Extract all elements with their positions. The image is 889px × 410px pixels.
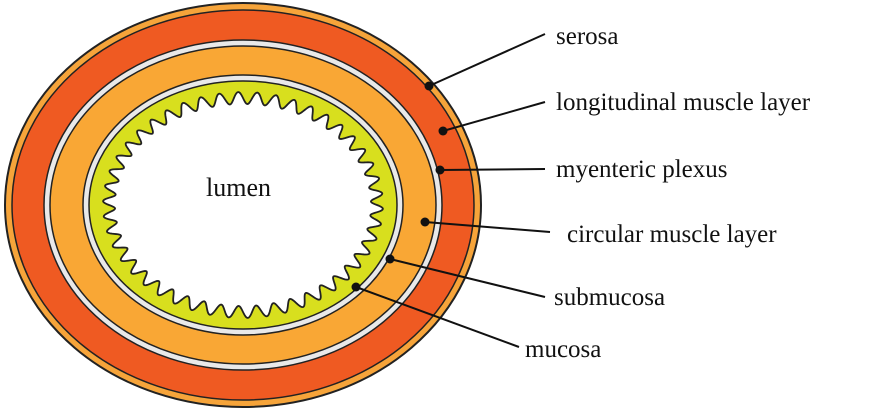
longitudinal-leader-line — [443, 102, 545, 131]
myenteric-plexus-label: myenteric plexus — [556, 156, 727, 183]
lumen-label: lumen — [206, 173, 271, 202]
layer-labels: serosa longitudinal muscle layer myenter… — [525, 23, 811, 363]
myenteric-leader-dot — [436, 166, 445, 175]
circular-leader-dot — [421, 218, 430, 227]
myenteric-leader-line — [440, 169, 545, 170]
serosa-leader-dot — [425, 82, 434, 91]
serosa-leader-line — [429, 34, 545, 86]
mucosa-label: mucosa — [525, 336, 601, 363]
circular-muscle-layer-label: circular muscle layer — [567, 221, 777, 248]
serosa-label: serosa — [556, 23, 618, 50]
wall-layers — [5, 3, 481, 407]
submucosa-leader-dot — [386, 255, 395, 264]
longitudinal-muscle-layer-label: longitudinal muscle layer — [556, 89, 811, 116]
mucosa-leader-dot — [352, 283, 361, 292]
longitudinal-leader-dot — [439, 127, 448, 136]
submucosa-label: submucosa — [554, 284, 665, 311]
